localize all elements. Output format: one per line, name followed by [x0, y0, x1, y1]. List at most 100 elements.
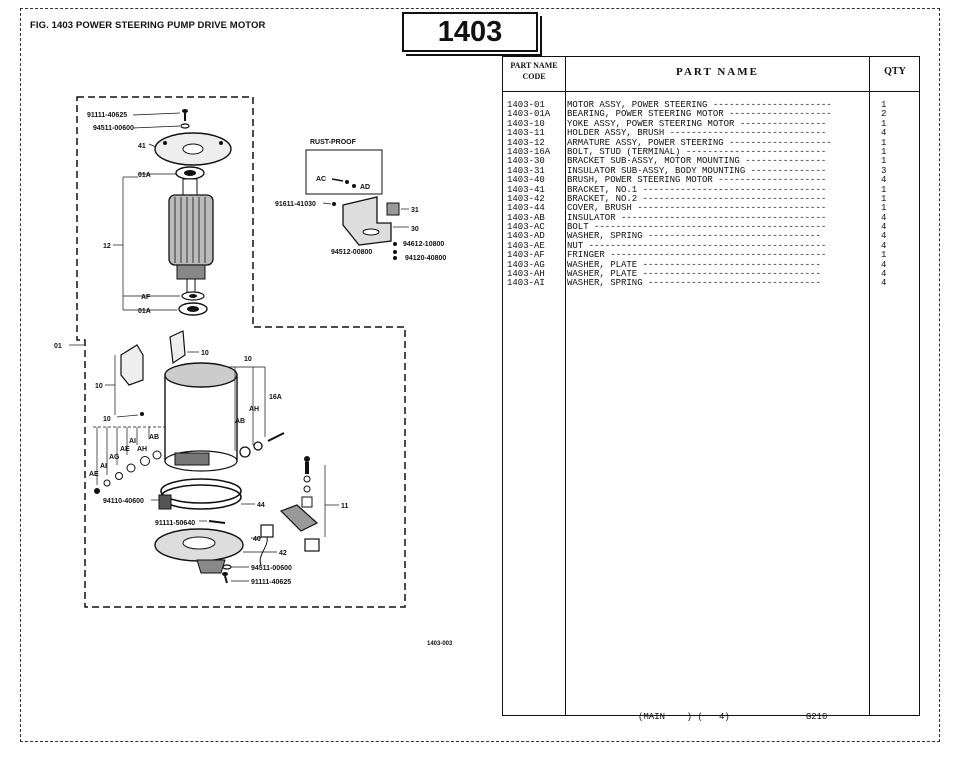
washer-ladder-left: AB AI AE AH AG AI AE 94110-40600 — [89, 426, 166, 505]
terminal-stud-parts: 16A AH AB — [234, 367, 285, 458]
qty-cell: 4 — [881, 231, 887, 242]
mounting-bracket: 91611-41030 31 30 94612-10800 94512-0080… — [275, 196, 446, 262]
qty-cell: 1 — [881, 184, 887, 195]
label-12: 12 — [103, 243, 111, 250]
header-part-name: PART NAME — [676, 66, 759, 78]
part-code-cell: 1403-41 — [507, 184, 545, 195]
label-40: 40 — [253, 536, 261, 543]
part-code-cell: 1403-AI — [507, 278, 545, 289]
part-name-cell: FRINGER --------------------------------… — [567, 251, 827, 261]
table-footer: (MAIN ) ( 4)G210 — [638, 712, 827, 722]
part-code-cell: 1403-30 — [507, 156, 545, 167]
qty-cell: 1 — [881, 193, 887, 204]
rust-proof-detail: RUST-PROOF AC AD — [305, 139, 383, 195]
part-code-cell: 1403-AC — [507, 222, 545, 233]
bearing-top: 01A — [138, 166, 205, 180]
footer-ref: G210 — [805, 712, 828, 722]
header-qty: QTY — [884, 66, 906, 77]
brush-with-lead: 40 — [251, 524, 274, 566]
label-01A-top: 01A — [138, 172, 151, 179]
qty-cell: 4 — [881, 128, 887, 139]
label-AB-left: AB — [149, 434, 159, 441]
part-code-cell: 1403-AE — [507, 240, 545, 251]
label-94512-00800: 94512-00800 — [331, 249, 372, 256]
label-94511-00600-bottom: 94511-00600 — [251, 565, 292, 572]
fringer: AF — [123, 291, 205, 301]
label-10-d: 10 — [244, 356, 252, 363]
qty-cell: 3 — [881, 165, 887, 176]
motor-assy-boundary — [76, 96, 406, 608]
label-AH-left: AH — [137, 446, 147, 453]
part-name-cell: WASHER, PLATE --------------------------… — [567, 260, 821, 270]
qty-cell: 4 — [881, 269, 887, 280]
figure-title: FIG. 1403 POWER STEERING PUMP DRIVE MOTO… — [30, 20, 266, 31]
table-row: 1403-16A BOLT, STUD (TERMINAL) ----------… — [503, 146, 919, 157]
header-divider — [503, 91, 919, 92]
label-91111-40625-bottom: 91111-40625 — [251, 579, 291, 586]
table-row: 1403-AG WASHER, PLATE -------------------… — [503, 259, 919, 270]
label-94120-40800: 94120-40800 — [405, 255, 446, 262]
label-10-a: 10 — [201, 350, 209, 357]
qty-cell: 4 — [881, 259, 887, 270]
brush-cover: 44 — [158, 478, 265, 510]
part-name-cell: MOTOR ASSY, POWER STEERING -------------… — [567, 101, 832, 110]
label-AF: AF — [141, 294, 151, 301]
col-divider-code — [565, 57, 566, 715]
bracket-no2: 42 — [154, 528, 287, 574]
table-row: 1403-AC BOLT ----------------------------… — [503, 222, 919, 233]
label-AE-1: AE — [120, 446, 130, 453]
label-AI-1: AI — [129, 438, 136, 445]
part-name-cell: BOLT -----------------------------------… — [567, 223, 827, 233]
qty-cell: 4 — [881, 240, 887, 251]
qty-cell: 1 — [881, 203, 887, 214]
part-code-cell: 1403-01A — [507, 109, 551, 120]
col-divider-qty — [869, 57, 870, 715]
part-code-cell: 1403-31 — [507, 165, 545, 176]
bearing-bottom: 01A — [123, 302, 208, 316]
qty-cell: 1 — [881, 100, 887, 110]
part-code-cell: 1403-40 — [507, 175, 545, 186]
table-row: 1403-30 BRACKET SUB-ASSY, MOTOR MOUNTING … — [503, 156, 919, 167]
header-code-line1: PART NAME — [510, 61, 558, 70]
table-row: 1403-31 INSULATOR SUB-ASSY, BODY MOUNTING… — [503, 165, 919, 176]
part-name-cell: ARMATURE ASSY, POWER STEERING ----------… — [567, 138, 832, 148]
top-screw-group: 91111-40625 94511-00600 — [87, 109, 190, 132]
part-code-cell: 1403-12 — [507, 137, 545, 148]
qty-cell: 4 — [881, 278, 887, 289]
brush-holder-assy: 11 — [279, 456, 349, 552]
part-name-cell: COVER, BRUSH ---------------------------… — [567, 204, 827, 214]
bottom-screw-group: 94511-00600 91111-40625 — [222, 564, 292, 586]
qty-cell: 1 — [881, 137, 887, 148]
table-row: 1403-10 YOKE ASSY, POWER STEERING MOTOR -… — [503, 118, 919, 129]
part-name-cell: BRACKET SUB-ASSY, MOTOR MOUNTING -------… — [567, 157, 827, 167]
bracket-no1: 41 — [138, 132, 232, 166]
part-code-cell: 1403-16A — [507, 146, 551, 157]
part-code-cell: 1403-10 — [507, 118, 545, 129]
part-code-cell: 1403-AH — [507, 269, 545, 280]
label-10-c: 10 — [103, 416, 111, 423]
part-name-cell: BOLT, STUD (TERMINAL) ------------------… — [567, 147, 827, 157]
label-01: 01 — [54, 343, 62, 350]
qty-cell: 1 — [881, 250, 887, 261]
part-name-cell: YOKE ASSY, POWER STEERING MOTOR --------… — [567, 119, 827, 129]
label-41: 41 — [138, 143, 146, 150]
part-code-cell: 1403-42 — [507, 193, 545, 204]
label-94110-40600: 94110-40600 — [103, 498, 144, 505]
qty-cell: 4 — [881, 222, 887, 233]
armature: 12 — [103, 176, 214, 310]
drawing-code: 1403-003 — [427, 641, 453, 647]
label-42: 42 — [279, 550, 287, 557]
part-code-cell: 1403-AG — [507, 259, 545, 270]
label-91611-41030: 91611-41030 — [275, 201, 316, 208]
part-code-cell: 1403-AB — [507, 212, 545, 223]
label-AI-2: AI — [100, 463, 107, 470]
part-name-cell: INSULATOR SUB-ASSY, BODY MOUNTING ------… — [567, 166, 827, 176]
